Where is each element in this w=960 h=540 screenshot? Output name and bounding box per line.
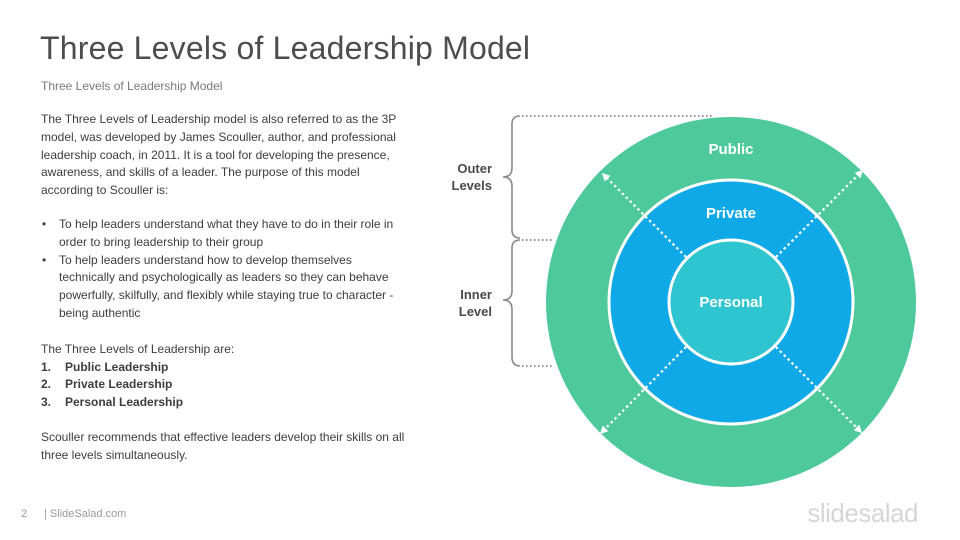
inner-level-label-line2: Level: [459, 304, 492, 319]
purpose-item: To help leaders understand what they hav…: [41, 216, 411, 252]
arrow-top-right: [775, 169, 864, 258]
inner-level-bracket: [502, 239, 521, 367]
guide-lines: [522, 115, 713, 367]
outer-levels-label-line2: Levels: [452, 178, 492, 193]
levels-intro: The Three Levels of Leadership are:: [41, 341, 235, 356]
level-label: Private Leadership: [65, 377, 173, 392]
purpose-item: To help leaders understand how to develo…: [41, 252, 411, 323]
outer-levels-bracket: [502, 115, 521, 239]
public-label: Public: [708, 141, 753, 158]
inner-level-label-line1: Inner: [460, 287, 492, 302]
closing-paragraph: Scouller recommends that effective leade…: [41, 429, 405, 462]
level-item: 1.Public Leadership: [41, 359, 411, 377]
intro-paragraph: The Three Levels of Leadership model is …: [41, 112, 397, 198]
slide-title: Three Levels of Leadership Model: [40, 30, 531, 66]
body-text: The Three Levels of Leadership model is …: [41, 111, 411, 465]
level-item: 3.Personal Leadership: [41, 394, 411, 412]
purpose-list: To help leaders understand what they hav…: [41, 216, 411, 323]
slidesalad-logo: slidesalad: [807, 498, 918, 528]
arrow-bottom-left: [599, 346, 687, 435]
slide-subtitle: Three Levels of Leadership Model: [41, 79, 223, 93]
level-label: Public Leadership: [65, 359, 169, 374]
personal-label: Personal: [699, 294, 762, 311]
level-label: Personal Leadership: [65, 395, 184, 410]
personal-ring: [667, 238, 795, 366]
levels-list: 1.Public Leadership 2.Private Leadership…: [41, 359, 411, 412]
level-item: 2.Private Leadership: [41, 376, 411, 394]
private-label: Private: [706, 205, 756, 222]
outer-levels-label-line1: Outer: [457, 161, 492, 176]
page-number: 2: [21, 508, 28, 520]
footer-site-link[interactable]: | SlideSalad.com: [44, 508, 127, 520]
arrows: [599, 169, 864, 435]
